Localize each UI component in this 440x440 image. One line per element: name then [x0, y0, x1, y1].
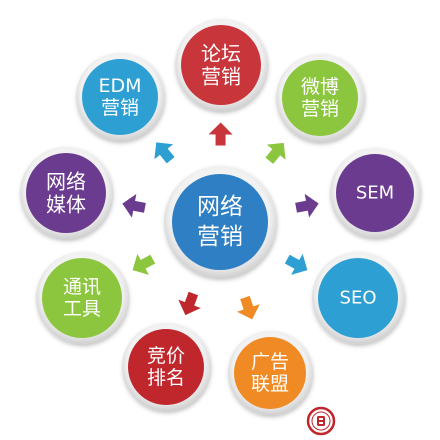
- arrow-to-sem: [295, 193, 319, 218]
- node-forum-line-2: 营销: [201, 65, 241, 89]
- arrow-to-edm: [154, 142, 175, 164]
- node-seo-line-1: SEO: [340, 288, 377, 309]
- node-sem-line-1: SEM: [356, 183, 394, 204]
- node-im-tools-line-2: 工具: [63, 298, 101, 320]
- watermark-layer: [306, 406, 336, 436]
- arrow-to-im-tools: [132, 253, 156, 275]
- node-ad-union-circle: [234, 337, 306, 409]
- center-node-line-1: 网络: [197, 194, 243, 220]
- node-edm-line-2: 营销: [101, 97, 139, 119]
- center-node-line-2: 营销: [197, 224, 243, 250]
- arrow-to-seo: [284, 253, 308, 275]
- node-im-tools-circle: [42, 258, 122, 338]
- node-im-tools-line-1: 通讯: [63, 276, 101, 298]
- node-forum-line-1: 论坛: [201, 42, 241, 66]
- node-ad-union-line-2: 联盟: [251, 373, 289, 395]
- node-edm-line-1: EDM: [98, 75, 141, 97]
- node-bidding-line-1: 竞价: [147, 345, 185, 367]
- nodes-layer: 论坛营销微博营销SEMSEO广告联盟竞价排名通讯工具网络媒体EDM营销: [20, 19, 420, 415]
- node-weibo-line-2: 营销: [301, 98, 339, 120]
- node-ad-union-line-1: 广告: [251, 351, 289, 373]
- arrow-to-net-media: [122, 194, 146, 218]
- arrow-to-forum: [208, 122, 233, 146]
- node-sem-circle: [336, 154, 414, 232]
- node-weibo-line-1: 微博: [301, 76, 339, 98]
- center-node-circle: [172, 174, 268, 270]
- node-seo-circle: [318, 258, 398, 338]
- arrows-layer: [122, 122, 319, 320]
- node-bidding-circle: [128, 329, 204, 405]
- arrow-to-weibo: [265, 142, 286, 164]
- node-forum-circle: [181, 25, 261, 105]
- node-bidding-line-2: 排名: [147, 367, 185, 389]
- node-edm-circle: [82, 59, 158, 135]
- node-net-media-circle: [26, 153, 106, 233]
- seal-icon: [306, 406, 336, 436]
- node-weibo-circle: [282, 60, 358, 136]
- node-net-media-line-1: 网络: [46, 170, 86, 194]
- node-sem: SEM: [330, 148, 420, 238]
- arrow-to-bidding: [178, 291, 201, 316]
- arrow-to-ad-union: [237, 295, 260, 320]
- node-net-media-line-2: 媒体: [46, 193, 86, 217]
- node-seo: SEO: [312, 252, 404, 344]
